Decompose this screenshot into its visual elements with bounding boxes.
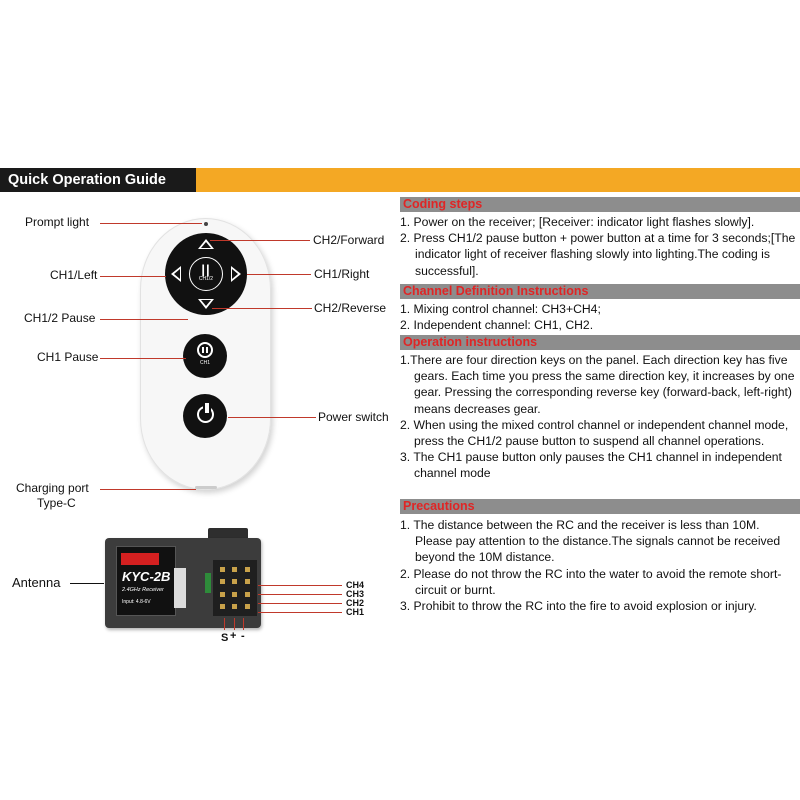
leader-line [100,319,188,320]
leader-line [228,417,316,418]
channel-label: CH3 [346,589,365,599]
ch12-pause-button[interactable]: || CH1/2 [189,257,223,291]
label-ch2-forward: CH2/Forward [313,233,385,247]
channel-label: CH4 [346,580,365,590]
label-ch1-left: CH1/Left [50,268,98,282]
list-item: 2. Independent channel: CH1, CH2. [400,318,594,333]
power-icon [196,403,214,423]
receiver-subtitle: 2.4GHz Receiver [122,587,164,593]
receiver-input: Input: 4.8-6V [122,599,151,605]
section-precautions-title: Precautions [400,499,800,514]
leader-line [100,489,196,490]
page-title: Quick Operation Guide [0,168,196,192]
receiver: KYC-2B 2.4GHz Receiver Input: 4.8-6V [105,538,261,628]
section-operation-title: Operation instructions [400,335,800,350]
pause-circle-icon [197,342,213,358]
label-prompt-light: Prompt light [25,215,90,229]
label-ch1-right: CH1/Right [314,267,370,281]
leader-line [100,223,202,224]
channel-label: CH2 [346,598,365,608]
ch12-pause-button-label: CH1/2 [198,276,214,282]
list-item: 1. Mixing control channel: CH3+CH4; [400,302,601,316]
remote-control: || CH1/2 CH1 [140,218,271,490]
pole-line [224,618,225,630]
prompt-light [204,222,208,226]
leader-line [258,585,342,586]
receiver-label-panel: KYC-2B 2.4GHz Receiver Input: 4.8-6V [116,546,176,616]
charging-port [195,486,217,489]
label-charging-port: Charging port [16,481,89,495]
section-precautions-body: 1. The distance between the RC and the r… [400,517,798,614]
receiver-side-strip [174,568,186,608]
ch1-pause-button-label: CH1 [199,360,210,366]
ch1-pause-button[interactable]: CH1 [183,334,227,378]
section-coding-body: 1. Power on the receiver; [Receiver: ind… [400,214,798,279]
list-item: 2. Please do not throw the RC into the w… [400,566,782,597]
list-item: 1. The distance between the RC and the r… [400,518,781,565]
pole-line [243,618,244,630]
list-item: 2. When using the mixed control channel … [400,417,789,449]
leader-line [100,358,186,359]
section-coding-title: Coding steps [400,197,800,212]
list-item: 1. Power on the receiver; [Receiver: ind… [400,215,755,229]
pole-signal: S [221,632,229,644]
section-operation-body: 1.There are four direction keys on the p… [400,352,798,482]
label-ch1-pause: CH1 Pause [37,350,99,364]
receiver-pcb [205,573,211,593]
arrow-up-icon[interactable] [198,239,214,249]
leader-line [258,612,342,613]
pole-positive: + [230,630,237,642]
arrow-right-icon[interactable] [231,266,241,282]
pole-line [234,618,235,630]
label-antenna: Antenna [12,575,61,590]
section-channel-title: Channel Definition Instructions [400,284,800,299]
pole-negative: - [241,630,245,642]
arrow-left-icon[interactable] [171,266,181,282]
leader-line [247,274,311,275]
header-banner: Quick Operation Guide [0,168,800,192]
list-item: 1.There are four direction keys on the p… [400,353,795,416]
leader-line [210,240,310,241]
label-ch12-pause: CH1/2 Pause [24,311,96,325]
direction-pad: || CH1/2 [165,233,247,315]
pause-icon: || [201,262,211,277]
list-item: 2. Press CH1/2 pause button + power butt… [400,231,796,278]
channel-label: CH1 [346,607,365,617]
label-ch2-reverse: CH2/Reverse [314,301,387,315]
label-power-switch: Power switch [318,410,389,424]
list-item: 3. The CH1 pause button only pauses the … [400,450,782,481]
list-item: 3. Prohibit to throw the RC into the fir… [400,599,757,614]
section-channel-body: 1. Mixing control channel: CH3+CH4; 2. I… [400,301,798,333]
antenna-line [70,583,104,584]
arrow-down-icon[interactable] [198,299,214,309]
label-charging-type: Type-C [37,496,76,510]
leader-line [258,603,342,604]
power-button[interactable] [183,394,227,438]
receiver-red-stripe [121,553,159,565]
leader-line [100,276,166,277]
receiver-pin-header [213,560,257,616]
leader-line [212,308,312,309]
leader-line [258,594,342,595]
receiver-model: KYC-2B [122,569,171,584]
